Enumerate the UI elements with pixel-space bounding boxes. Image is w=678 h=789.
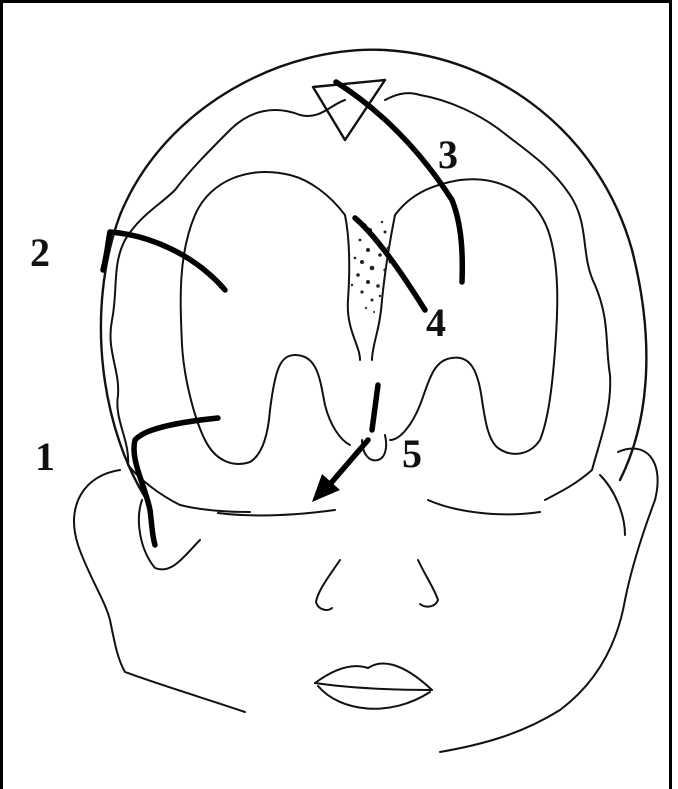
right-ear (440, 449, 658, 752)
mouth-line (315, 683, 432, 690)
tract-3 (336, 82, 462, 282)
label-4: 4 (426, 300, 446, 345)
nose-right (418, 560, 438, 607)
tract-5 (372, 385, 378, 430)
right-eye (428, 500, 540, 514)
skull-outline (101, 50, 646, 505)
tract-2 (103, 232, 225, 290)
tract-1 (134, 418, 218, 545)
right-ventricle (390, 179, 557, 454)
left-ear (74, 470, 245, 712)
right-ear-inner (600, 475, 625, 535)
label-3: 3 (438, 132, 458, 177)
tract-4 (355, 218, 425, 310)
label-1: 1 (35, 434, 55, 479)
nose-left (316, 560, 340, 610)
label-2: 2 (30, 230, 50, 275)
label-5: 5 (402, 431, 422, 476)
